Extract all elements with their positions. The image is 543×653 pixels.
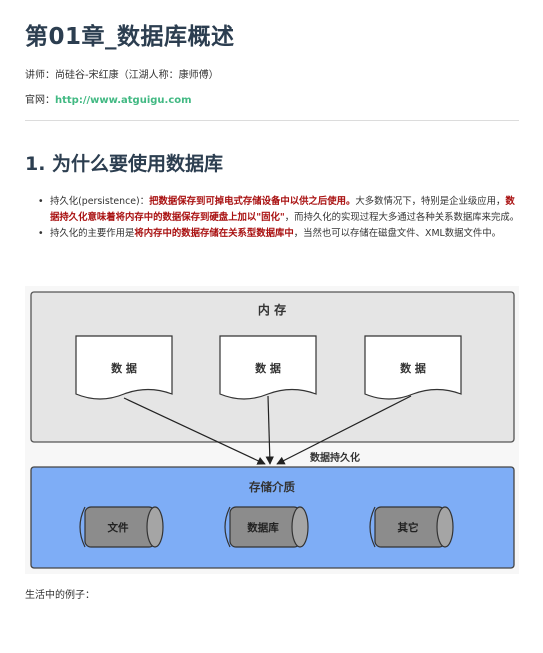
cylinder-other: 其它 bbox=[369, 506, 454, 548]
bullet-emphasis: 数据持久化意味着将内存中的数据保存到硬盘上加以"固化" bbox=[50, 196, 515, 223]
arrow-1 bbox=[123, 397, 266, 465]
website-line: 官网：http://www.atguigu.com bbox=[25, 91, 192, 106]
data-document-3 bbox=[364, 335, 462, 400]
arrow-3 bbox=[276, 395, 412, 465]
bullet-item: 持久化(persistence)：把数据保存到可掉电式存储设备中以供之后使用。大… bbox=[38, 194, 520, 226]
cylinder-database: 数据库 bbox=[224, 506, 309, 548]
memory-label: 内 存 bbox=[258, 302, 286, 317]
data-document-label-2: 数 据 bbox=[255, 361, 281, 375]
cylinder-file: 文件 bbox=[79, 506, 164, 548]
bullet-text: 持久化的主要作用是 bbox=[50, 228, 135, 239]
bullet-text: 持久化(persistence)： bbox=[50, 196, 150, 207]
data-document-2 bbox=[219, 335, 317, 400]
bullet-list: 持久化(persistence)：把数据保存到可掉电式存储设备中以供之后使用。大… bbox=[38, 194, 520, 242]
data-document-1 bbox=[75, 335, 173, 400]
lecturer-label: 讲师： bbox=[25, 70, 55, 81]
footer-text: 生活中的例子： bbox=[25, 590, 95, 601]
storage-label: 存储介质 bbox=[249, 480, 295, 494]
bullet-text: ，而持久化的实现过程大多通过各种关系数据库来完成。 bbox=[284, 212, 520, 223]
cylinder-label-database: 数据库 bbox=[246, 521, 279, 534]
bullet-emphasis: 把数据保存到可掉电式存储设备中以供之后使用。 bbox=[149, 196, 356, 207]
persistence-diagram: 内 存 数 据 数 据 数 据 数据持久化 存储介质 文件 数据库 其它 bbox=[25, 286, 519, 574]
arrow-2 bbox=[265, 395, 274, 465]
lecturer-line: 讲师：尚硅谷-宋红康（江湖人称：康师傅） bbox=[25, 66, 219, 81]
section-heading: 1. 为什么要使用数据库 bbox=[25, 153, 224, 175]
cylinder-label-other: 其它 bbox=[398, 521, 419, 534]
website-label: 官网： bbox=[25, 95, 55, 106]
divider bbox=[25, 120, 519, 121]
page-title: 第01章_数据库概述 bbox=[25, 24, 235, 50]
bullet-text: 大多数情况下，特别是企业级应用， bbox=[355, 196, 506, 207]
bullet-item: 持久化的主要作用是将内存中的数据存储在关系型数据库中，当然也可以存储在磁盘文件、… bbox=[38, 226, 520, 242]
cylinder-label-file: 文件 bbox=[107, 521, 129, 534]
data-document-label-3: 数 据 bbox=[400, 361, 426, 375]
bullet-text: ，当然也可以存储在磁盘文件、XML数据文件中。 bbox=[293, 228, 502, 239]
data-document-label-1: 数 据 bbox=[111, 361, 137, 375]
lecturer-name: 尚硅谷-宋红康（江湖人称：康师傅） bbox=[55, 70, 219, 81]
website-link[interactable]: http://www.atguigu.com bbox=[55, 95, 192, 106]
bullet-emphasis: 将内存中的数据存储在关系型数据库中 bbox=[134, 228, 294, 239]
persistence-label: 数据持久化 bbox=[310, 451, 360, 464]
